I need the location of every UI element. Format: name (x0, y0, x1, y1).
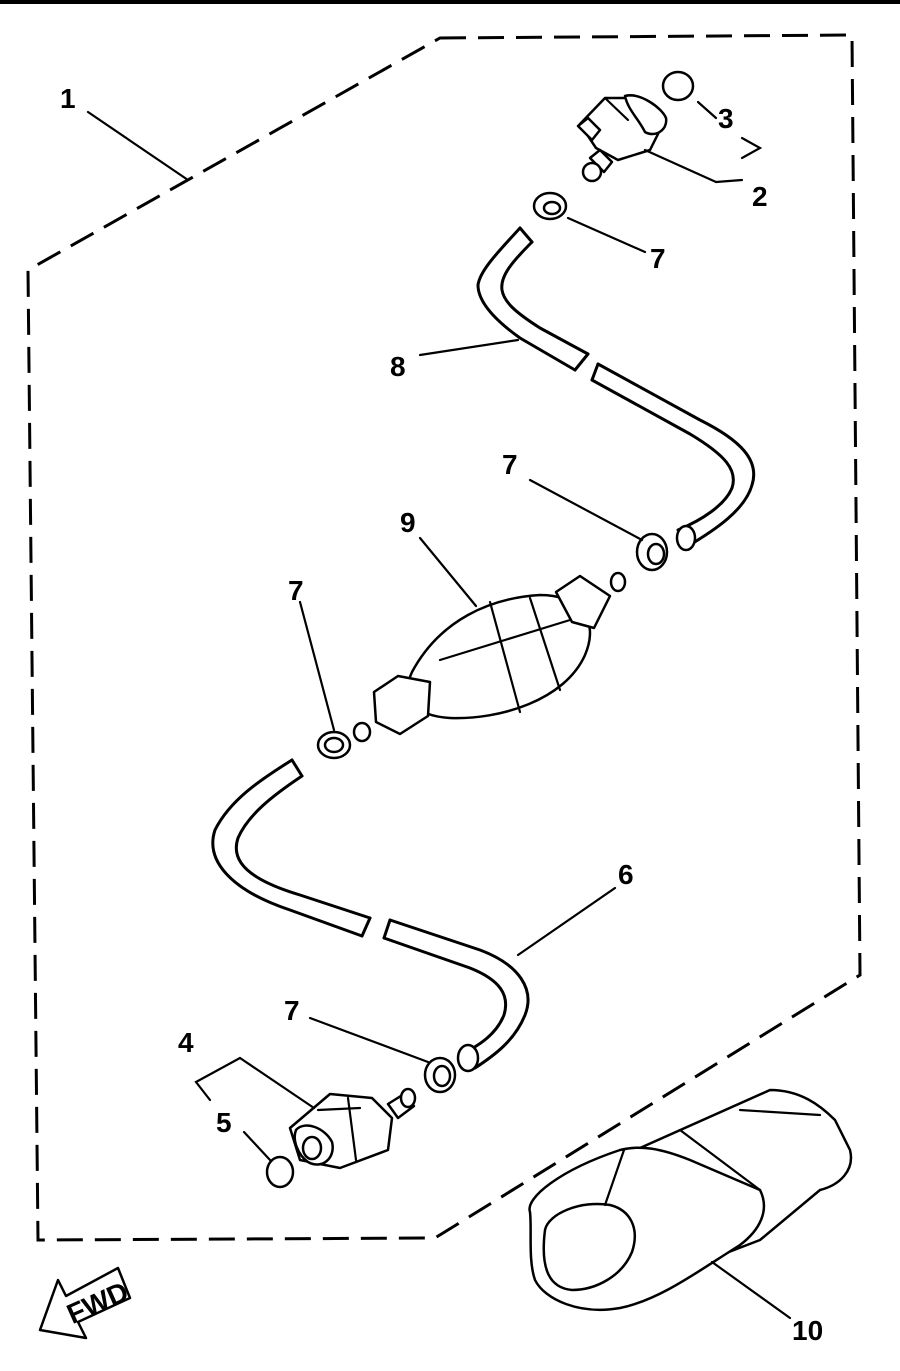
callout-2: 2 (752, 181, 768, 212)
callout-7-upper-left: 7 (288, 575, 304, 606)
o-ring-top (661, 70, 695, 102)
hose-clamp-lower (423, 1056, 457, 1094)
callout-6: 6 (618, 859, 634, 890)
joint-connector-top (576, 94, 668, 183)
primer-bulb (352, 571, 627, 743)
callout-7-upper-right: 7 (502, 449, 518, 480)
hose-clamp-top (532, 191, 568, 221)
leader-lines (86, 100, 792, 1320)
callout-numbers: 1 3 2 7 8 7 9 7 6 7 4 5 10 (60, 83, 823, 1346)
callout-9: 9 (400, 507, 416, 538)
callout-1: 1 (60, 83, 76, 114)
o-ring-lower (265, 1155, 295, 1189)
hose-clamp-upper-right (635, 532, 669, 572)
callout-8: 8 (390, 351, 406, 382)
hose-clamp-upper-left (316, 730, 352, 760)
joint-connector-lower (288, 1087, 417, 1170)
hose-cover-sleeve (528, 1088, 853, 1311)
fuel-hose-lower (211, 758, 530, 1073)
fuel-hose-upper (476, 226, 756, 552)
forward-direction-arrow: FWD (38, 1266, 133, 1340)
callout-3: 3 (718, 103, 734, 134)
callout-10: 10 (792, 1315, 823, 1346)
callout-7-lower: 7 (284, 995, 300, 1026)
callout-4: 4 (178, 1027, 194, 1058)
callout-5: 5 (216, 1107, 232, 1138)
callout-7-top: 7 (650, 243, 666, 274)
